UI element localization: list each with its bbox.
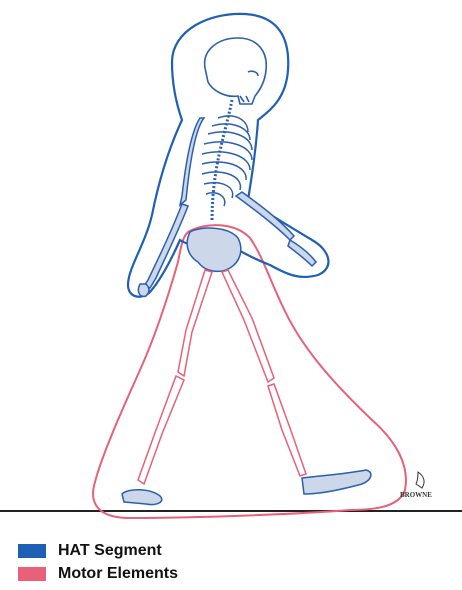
legend-label-hat: HAT Segment — [58, 542, 162, 560]
gait-diagram — [0, 0, 462, 520]
artist-signature: BROWNE — [398, 470, 438, 500]
legend-label-motor: Motor Elements — [58, 565, 178, 583]
back-leg — [122, 270, 212, 505]
legend-item-hat: HAT Segment — [18, 540, 318, 562]
signature-text: BROWNE — [400, 491, 432, 499]
pelvis — [187, 228, 241, 271]
legend-item-motor: Motor Elements — [18, 563, 318, 585]
skull-icon — [205, 38, 267, 104]
front-leg — [222, 270, 371, 494]
rib-cage — [202, 116, 252, 206]
pen-nib-icon — [416, 472, 424, 488]
spine — [212, 100, 232, 222]
legend: HAT Segment Motor Elements — [18, 540, 318, 588]
hat-swatch — [18, 544, 46, 558]
motor-swatch — [18, 567, 46, 581]
